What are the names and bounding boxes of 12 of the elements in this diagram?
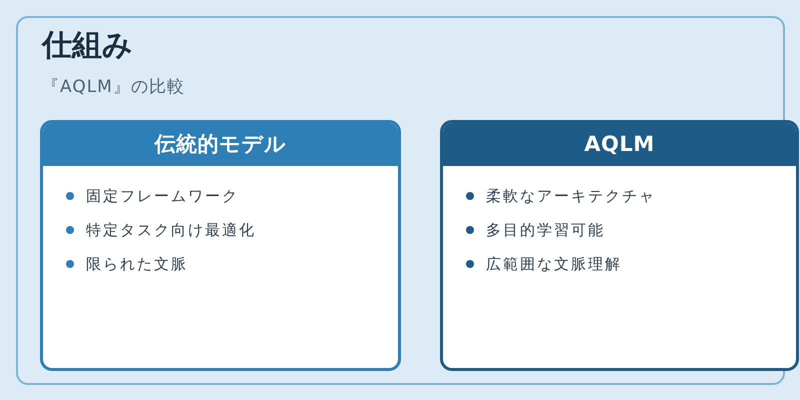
list-item: 多目的学習可能: [486, 220, 605, 241]
subtitle: 『AQLM』の比較: [42, 77, 185, 98]
list-item: 限られた文脈: [86, 254, 188, 275]
list-item: 柔軟なアーキテクチャ: [486, 186, 656, 207]
list-item: 固定フレームワーク: [86, 186, 239, 207]
comparison-panel: [440, 120, 799, 371]
list-item: 広範囲な文脈理解: [486, 254, 622, 275]
panel-header: AQLM: [443, 123, 796, 166]
comparison-panel: [40, 120, 401, 371]
panel-header: 伝統的モデル: [43, 123, 398, 166]
list-item: 特定タスク向け最適化: [86, 220, 256, 241]
heading: 仕組み: [42, 28, 133, 64]
